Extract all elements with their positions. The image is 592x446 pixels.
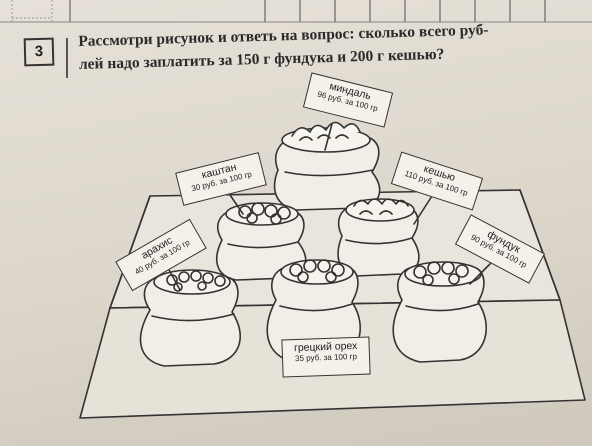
grid-paper-strip — [0, 0, 592, 23]
bag-keshyu — [337, 198, 420, 277]
bag-kashtan — [215, 202, 307, 281]
bag-funduk — [392, 261, 487, 363]
bag-arakhis — [139, 269, 242, 367]
task-divider — [66, 38, 68, 78]
tag-gretskiy-price: 35 руб. за 100 гр — [294, 351, 358, 364]
tag-sticks — [167, 123, 493, 291]
tag-gretskiy: грецкий орех 35 руб. за 100 гр — [281, 336, 371, 378]
bag-mindal — [273, 121, 381, 211]
